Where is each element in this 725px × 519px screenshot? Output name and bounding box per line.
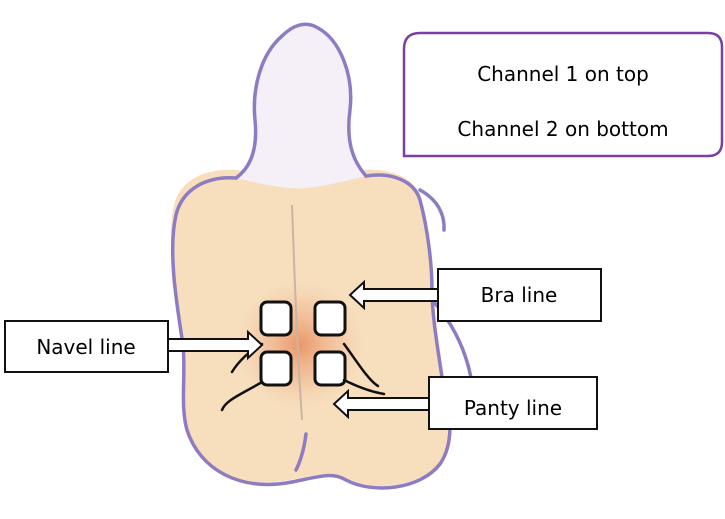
info-box-line2: Channel 2 on bottom <box>457 117 668 141</box>
bra-line-label: Bra line <box>481 283 558 307</box>
info-box-line1: Channel 1 on top <box>477 62 649 86</box>
electrode-pad-bottom-right <box>315 352 345 385</box>
panty-line-label: Panty line <box>464 396 562 420</box>
navel-line-label: Navel line <box>36 335 135 359</box>
electrode-pad-top-right <box>315 302 345 335</box>
electrode-pad-bottom-left <box>261 352 291 385</box>
electrode-pad-top-left <box>261 302 291 335</box>
info-box: Channel 1 on top Channel 2 on bottom <box>404 33 722 156</box>
